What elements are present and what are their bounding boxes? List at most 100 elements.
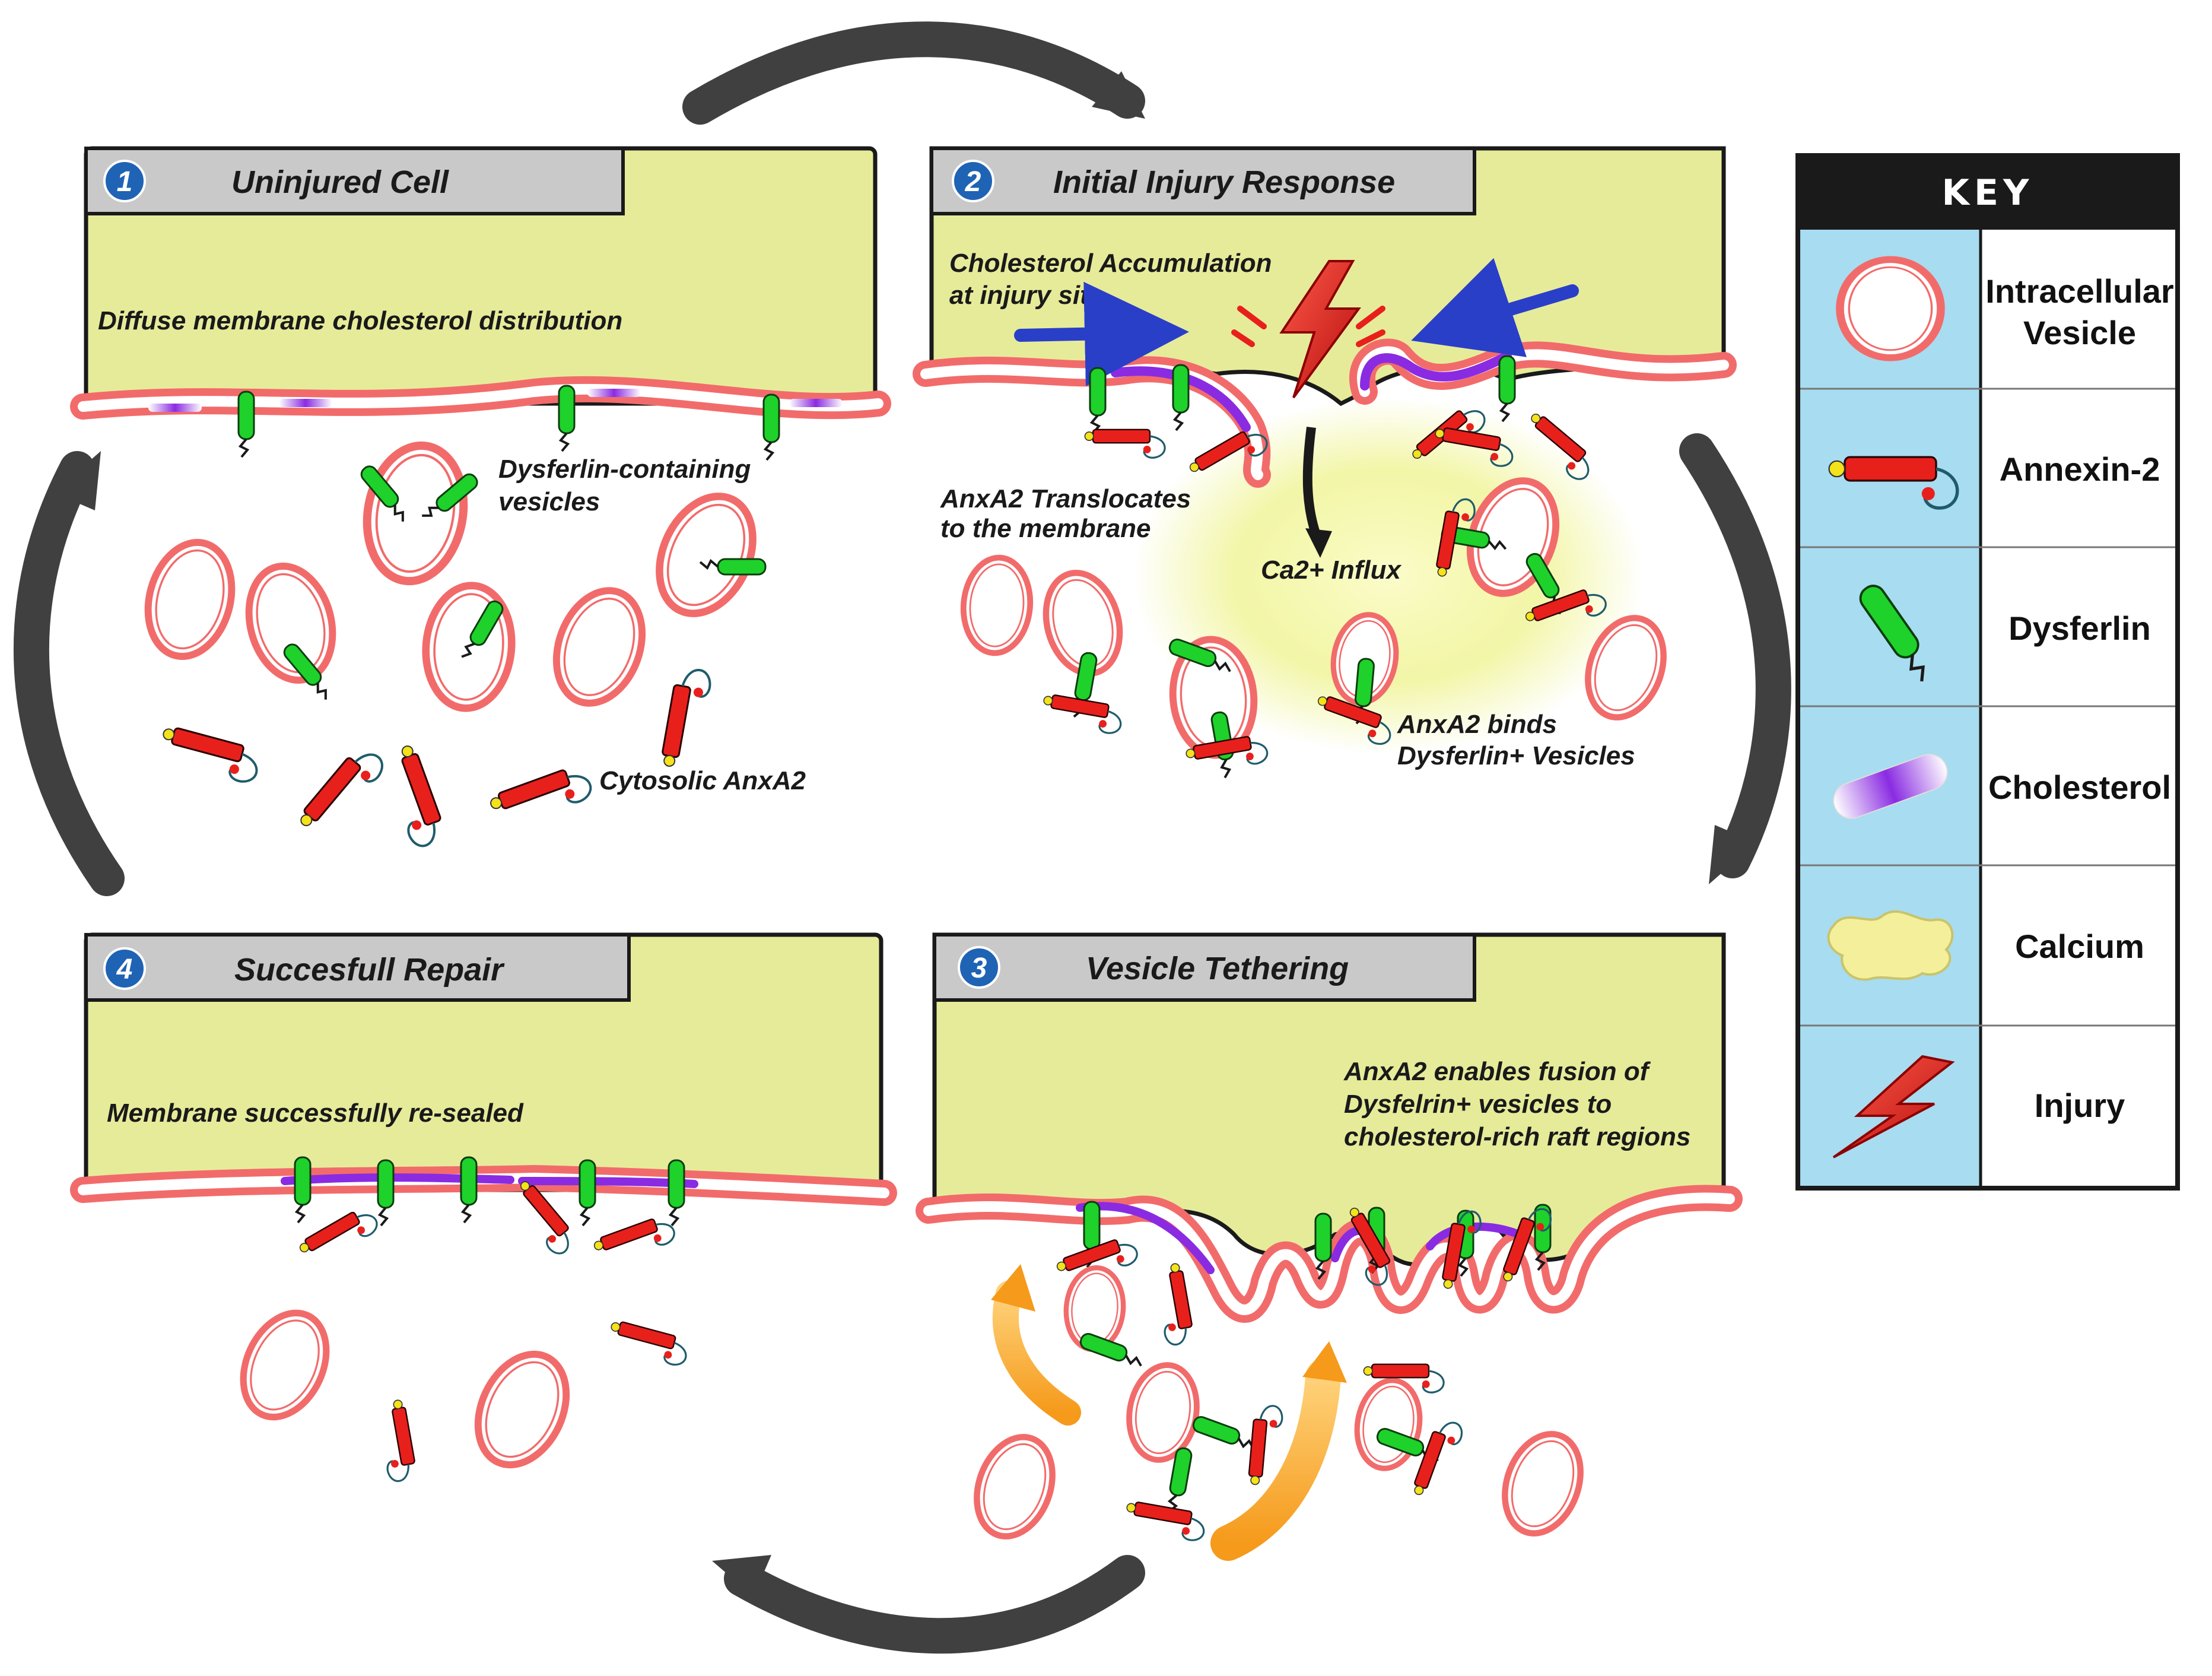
vesicle-icon xyxy=(1836,256,1945,361)
dysferlin-protein xyxy=(377,1159,395,1227)
vesicle xyxy=(1492,1423,1594,1544)
dysferlin-protein xyxy=(668,1159,685,1227)
annexin-protein xyxy=(374,1398,419,1484)
vesicle xyxy=(227,1300,342,1431)
panel-title-box xyxy=(84,147,625,215)
vesicle xyxy=(1350,1375,1426,1473)
dysferlin-protein xyxy=(460,1156,478,1224)
annexin-protein xyxy=(591,1212,678,1268)
panel-title: Succesfull Repair xyxy=(234,952,505,988)
annexin-protein xyxy=(296,1203,382,1269)
vesicle xyxy=(237,557,345,690)
fusion-arrow xyxy=(992,1281,1081,1426)
fusion-note: Dysfelrin+ vesicles to xyxy=(1344,1090,1612,1119)
cholesterol-arrow xyxy=(1014,281,1189,386)
annexin-protein xyxy=(379,742,449,851)
panel-vesicle-tethering: 3 Vesicle Tethering AnxA2 enables fusion… xyxy=(916,932,1743,1561)
annexin-protein xyxy=(1122,1499,1208,1544)
dysferlin-protein xyxy=(1498,355,1516,423)
key-title: KEY xyxy=(1942,172,2034,214)
calcium-note: Ca2+ Influx xyxy=(1261,556,1401,585)
cycle-arrow-right xyxy=(1679,433,1791,878)
cycle-arrow-bottom xyxy=(724,1555,1145,1654)
vesicle xyxy=(461,1340,583,1480)
annexin-protein xyxy=(605,1318,692,1369)
dysferlin-protein xyxy=(294,1156,312,1224)
panel-uninjured-cell: 1 Uninjured Cell Diffuse membrane choles… xyxy=(70,146,891,851)
annexin-protein xyxy=(295,741,389,843)
step-badge xyxy=(952,160,994,202)
annexin-protein xyxy=(1039,692,1125,737)
annexin-protein xyxy=(1083,428,1166,459)
dysferlin-protein xyxy=(1089,367,1107,434)
vesicle xyxy=(357,438,474,589)
cycle-arrow-top xyxy=(682,21,1145,125)
panel-title: Uninjured Cell xyxy=(231,164,449,200)
step-badge xyxy=(958,946,1000,989)
cholesterol-patch xyxy=(148,404,202,412)
dysferlin-protein xyxy=(1172,364,1190,431)
panel-title-box xyxy=(930,147,1476,215)
cycle-arrow-left xyxy=(13,451,125,896)
cholesterol-patch xyxy=(587,389,641,397)
step-number: 3 xyxy=(971,953,987,984)
vesicle xyxy=(641,481,771,628)
step-number: 4 xyxy=(116,954,133,985)
vesicle xyxy=(1122,1360,1204,1465)
panel-title-box xyxy=(933,933,1476,1002)
binds-note: AnxA2 binds xyxy=(1397,710,1557,739)
injury-icon xyxy=(1832,1055,1955,1158)
vesicle xyxy=(542,579,657,715)
resealed-note: Membrane successfully re-sealed xyxy=(107,1099,524,1128)
annexin-protein xyxy=(659,665,714,772)
translocate-note: AnxA2 Translocates xyxy=(940,484,1191,513)
key-label-dysferlin: Dysferlin xyxy=(2008,610,2151,647)
fusion-arrow xyxy=(1210,1359,1341,1561)
cholesterol-note: Cholesterol Accumulation xyxy=(949,249,1272,278)
panel-title: Initial Injury Response xyxy=(1053,164,1395,200)
cholesterol-arrow xyxy=(1411,258,1579,357)
translocate-note: to the membrane xyxy=(940,514,1151,543)
annexin-protein xyxy=(1152,1261,1196,1347)
vesicle xyxy=(959,555,1034,656)
panel-successful-repair: 4 Succesfull Repair Membrane successfull… xyxy=(70,932,897,1484)
annexin-icon xyxy=(1828,456,1959,510)
cholesterol-note: at injury site xyxy=(949,281,1103,310)
key-label-annexin: Annexin-2 xyxy=(2000,450,2160,488)
calcium-icon xyxy=(1827,910,1954,981)
key-label-vesicle: Intracellular xyxy=(1985,272,2173,310)
vesicles-note: Dysferlin-containing xyxy=(498,455,751,484)
binds-note: Dysferlin+ Vesicles xyxy=(1397,741,1635,770)
cholesterol-icon xyxy=(1833,754,1948,819)
step-number: 2 xyxy=(965,166,981,198)
membrane-note: Diffuse membrane cholesterol distributio… xyxy=(98,306,622,335)
cholesterol-patch xyxy=(789,399,843,407)
fusion-note: cholesterol-rich raft regions xyxy=(1344,1122,1690,1151)
dysferlin-protein xyxy=(579,1159,596,1227)
vesicles-note: vesicles xyxy=(498,487,600,516)
dysferlin-protein xyxy=(558,385,576,452)
key-label-injury: Injury xyxy=(2035,1087,2125,1124)
panel-initial-injury: 2 Initial Injury Response Cholesterol Ac… xyxy=(913,146,1737,780)
cycle-arrows xyxy=(13,21,1791,1654)
panel-title: Vesicle Tethering xyxy=(1086,951,1349,986)
annexin-protein xyxy=(155,723,263,786)
key-label-cholesterol: Cholesterol xyxy=(1988,769,2171,806)
panel-title-box xyxy=(84,933,631,1002)
cholesterol-patch xyxy=(279,399,332,407)
fusion-note: AnxA2 enables fusion of xyxy=(1343,1057,1651,1086)
dysferlin-protein xyxy=(1190,1414,1260,1453)
step-badge xyxy=(103,947,146,990)
dysferlin-protein xyxy=(762,393,780,461)
annexin-protein xyxy=(487,761,596,831)
key-header xyxy=(1798,155,2178,230)
key-label-vesicle: Vesicle xyxy=(2023,314,2136,351)
key-legend: KEY Intracellular xyxy=(1795,153,2180,1191)
key-icon-column xyxy=(1800,230,1981,1186)
vesicle xyxy=(136,533,244,666)
step-badge xyxy=(103,160,146,202)
vesicle xyxy=(964,1426,1066,1547)
step-number: 1 xyxy=(117,166,133,198)
dysferlin-protein xyxy=(237,391,255,458)
